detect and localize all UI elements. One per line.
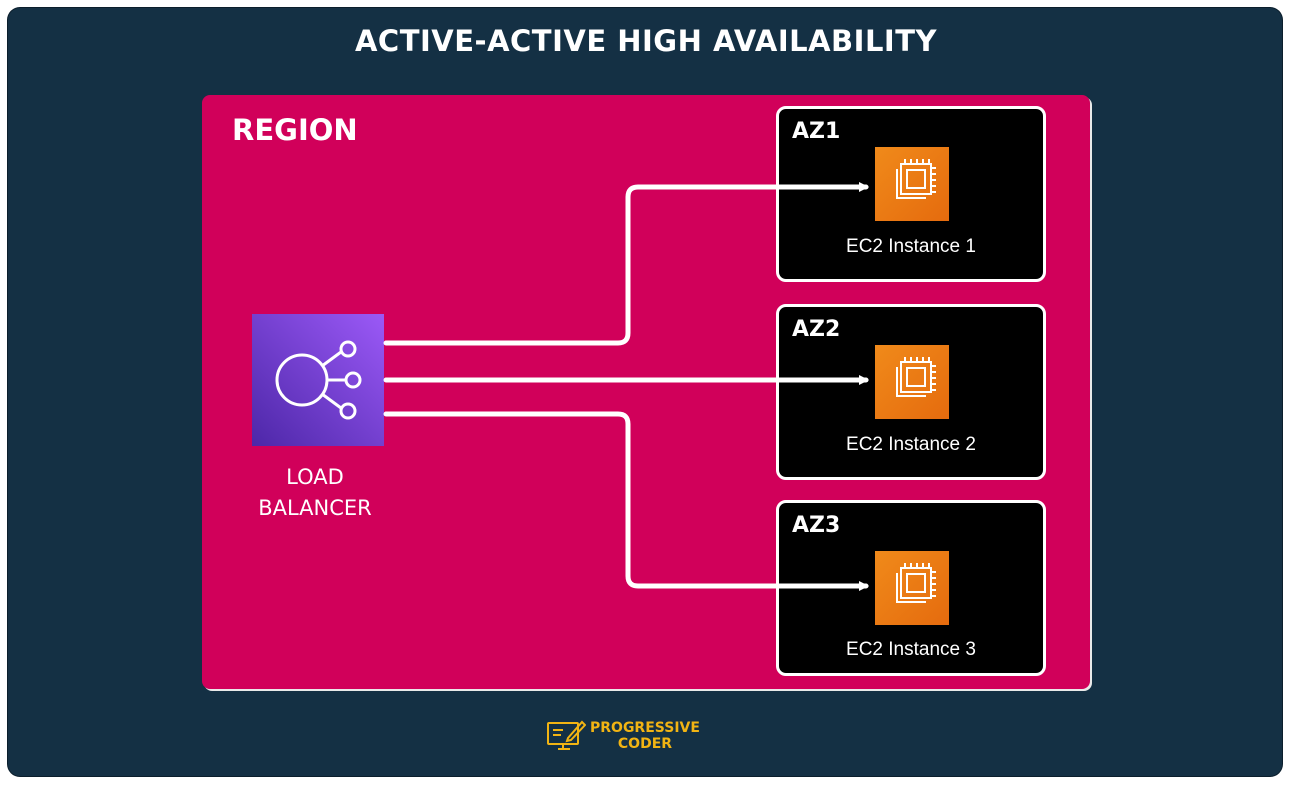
computer-pencil-icon [547,720,587,750]
az1-label: AZ1 [792,119,841,144]
brand-line1: PROGRESSIVE [590,720,700,736]
load-balancer-label-line2: BALANCER [258,496,372,520]
ec2-instance-2-label: EC2 Instance 2 [846,434,976,455]
diagram-title: ACTIVE-ACTIVE HIGH AVAILABILITY [354,24,938,58]
az2-label: AZ2 [792,317,841,342]
arrow-to-az1 [383,182,869,346]
az2-box: AZ2 EC2 Instance 2 [776,304,1046,480]
brand-line2: CODER [617,736,673,752]
az1-box: AZ1 EC2 Instance 1 [776,106,1046,282]
ec2-chip-icon [875,345,949,419]
region-label: REGION [232,113,358,147]
load-balancer-label: LOAD BALANCER [232,462,398,524]
ec2-chip-icon [875,551,949,625]
load-balancer-label-line1: LOAD [286,465,344,489]
ec2-instance-1-label: EC2 Instance 1 [846,236,976,257]
az3-label: AZ3 [792,513,841,538]
ec2-instance-3-label: EC2 Instance 3 [846,639,976,660]
brand-logo: PROGRESSIVE CODER [546,718,716,754]
load-balancer-icon [252,314,384,446]
ec2-chip-icon [875,147,949,221]
arrow-to-az3 [383,411,869,591]
